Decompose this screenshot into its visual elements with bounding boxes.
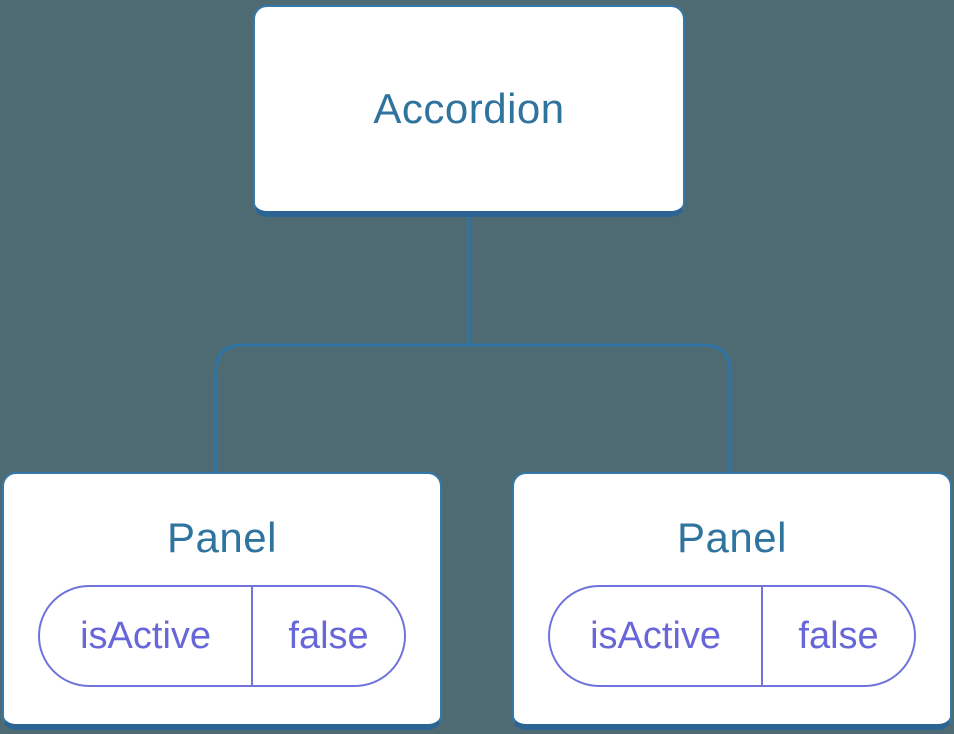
panel-right-label: Panel: [677, 514, 787, 561]
panel-left-label: Panel: [167, 514, 277, 561]
state-name-right: isActive: [550, 587, 764, 685]
state-value-left: false: [288, 615, 369, 657]
accordion-node: Accordion: [253, 5, 685, 217]
panel-node-left: Panel isActive false: [2, 472, 442, 730]
state-name-left: isActive: [40, 587, 254, 685]
state-pill-left: isActive false: [38, 585, 406, 687]
state-value-right: false: [798, 615, 879, 657]
connector-branches: [214, 343, 732, 474]
panel-node-right: Panel isActive false: [512, 472, 952, 730]
state-pill-right: isActive false: [548, 585, 916, 687]
accordion-label: Accordion: [373, 85, 565, 132]
